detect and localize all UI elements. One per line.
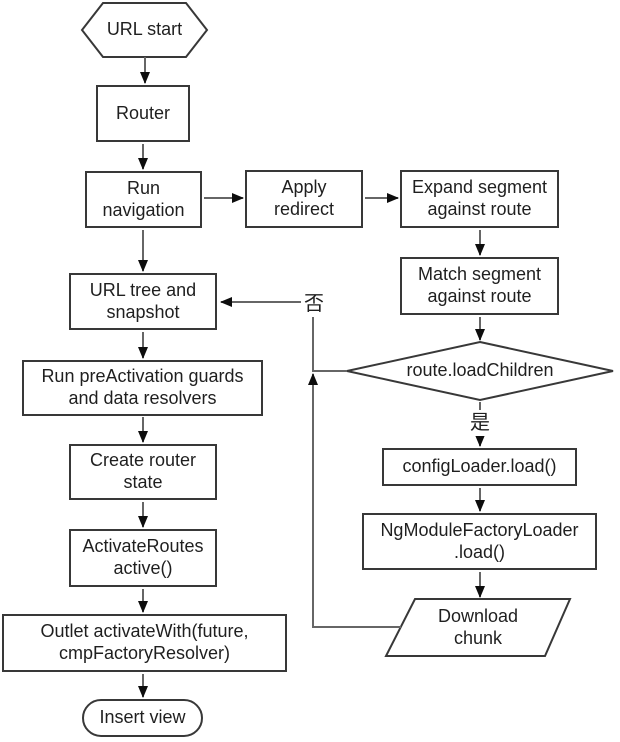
node-outlet-activatewith: Outlet activateWith(future, cmpFactoryRe… (2, 614, 287, 672)
node-run-navigation: Run navigation (85, 171, 202, 228)
node-apply-redirect: Apply redirect (245, 170, 363, 228)
node-ngmodulefactoryloader-load: NgModuleFactoryLoader .load() (362, 513, 597, 570)
node-configloader-load: configLoader.load() (382, 448, 577, 486)
node-activateroutes-active: ActivateRoutes active() (69, 529, 217, 587)
parallelogram-download-shape (384, 598, 572, 657)
node-download-chunk: Download chunk (437, 605, 519, 648)
node-preactivation-guards: Run preActivation guards and data resolv… (22, 360, 263, 416)
node-route-loadchildren-decision: route.loadChildren (406, 360, 554, 381)
branch-label-yes: 是 (467, 410, 493, 436)
decision-diamond-shape (346, 340, 614, 402)
node-router: Router (96, 85, 190, 142)
node-url-tree-snapshot: URL tree and snapshot (69, 273, 217, 330)
node-match-segment: Match segment against route (400, 257, 559, 315)
node-url-start: URL start (106, 19, 183, 40)
node-insert-view: Insert view (82, 699, 203, 737)
edge-loadchildren-no-to-urltree (220, 297, 347, 372)
hexagon-start-shape (80, 2, 209, 58)
edge-downloadchunk-loopback (308, 373, 401, 628)
branch-label-no: 否 (301, 291, 327, 317)
node-create-router-state: Create router state (69, 444, 217, 500)
node-expand-segment: Expand segment against route (400, 170, 559, 228)
